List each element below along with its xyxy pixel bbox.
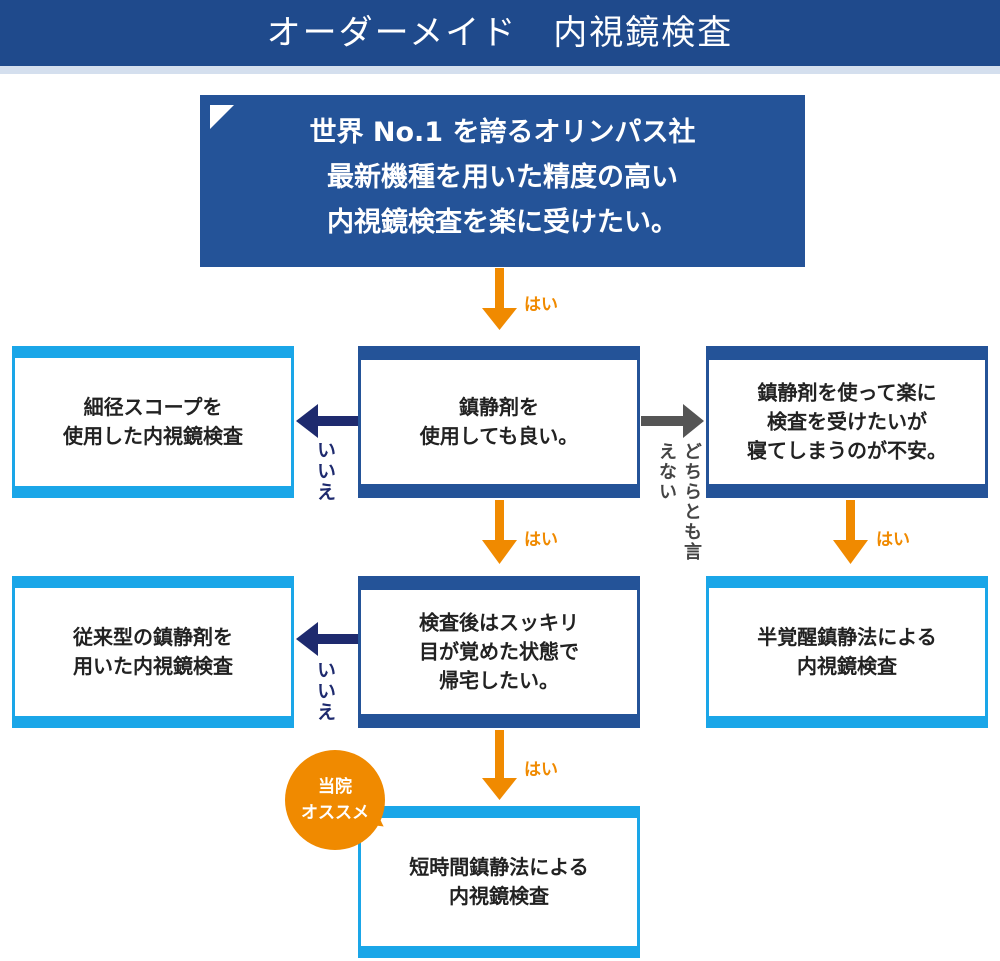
hero-line: 内視鏡検査を楽に受けたい。: [327, 207, 678, 238]
box-band-top: [12, 346, 294, 358]
hero-line: 世界 No.1 を誇るオリンパス社: [309, 117, 696, 148]
left-arrow-2: [296, 622, 358, 656]
box-band-bottom: [706, 716, 988, 728]
node-line: 用いた内視鏡検査: [73, 654, 233, 678]
recommended-badge: 当院 オススメ: [285, 750, 385, 850]
node-line: 内視鏡検査: [797, 654, 897, 678]
yes-label: はい: [524, 295, 558, 315]
down-arrow-2: [482, 500, 517, 564]
page-title: オーダーメイド 内視鏡検査: [266, 13, 734, 53]
down-arrow-4: [482, 730, 517, 800]
box-band-bottom: [358, 714, 640, 728]
left-arrow-1: [296, 404, 358, 438]
node-line: 従来型の鎮静剤を: [73, 625, 233, 649]
node-text: 鎮静剤を使って楽に 検査を受けたいが 寝てしまうのが不安。: [709, 379, 985, 466]
node-line: 使用した内視鏡検査: [63, 424, 243, 448]
node-line: 検査後はスッキリ: [419, 610, 579, 635]
box-band-top: [706, 576, 988, 588]
hero-question-box: 世界 No.1 を誇るオリンパス社 最新機種を用いた精度の高い 内視鏡検査を楽に…: [200, 95, 805, 267]
node-text: 検査後はスッキリ 目が覚めた状態で 帰宅したい。: [361, 609, 637, 696]
node-line: 細径スコープを: [83, 395, 223, 419]
node-clear-after: 検査後はスッキリ 目が覚めた状態で 帰宅したい。: [358, 576, 640, 728]
node-line: 寝てしまうのが不安。: [747, 438, 947, 463]
node-line: 目が覚めた状態で: [419, 639, 579, 664]
node-short-sedation: 短時間鎮静法による 内視鏡検査: [358, 806, 640, 958]
down-arrow-3: [833, 500, 868, 564]
corner-triangle-icon: [210, 105, 234, 129]
node-line: 内視鏡検査: [449, 884, 549, 908]
yes-label: はい: [524, 530, 558, 550]
node-text: 細径スコープを 使用した内視鏡検査: [15, 393, 291, 451]
box-band-bottom: [358, 484, 640, 498]
either-label: どちらとも言えない: [656, 442, 702, 562]
node-line: 使用しても良い。: [419, 424, 579, 448]
box-band-top: [358, 576, 640, 590]
no-label: いいえ: [314, 440, 336, 503]
node-line: 半覚醒鎮静法による: [757, 625, 937, 649]
node-half-awake: 半覚醒鎮静法による 内視鏡検査: [706, 576, 988, 728]
hero-question-text: 世界 No.1 を誇るオリンパス社 最新機種を用いた精度の高い 内視鏡検査を楽に…: [200, 110, 805, 245]
box-band-bottom: [358, 946, 640, 958]
box-band-bottom: [706, 484, 988, 498]
box-band-top: [12, 576, 294, 588]
node-line: 鎮静剤を使って楽に: [757, 380, 937, 405]
yes-label: はい: [524, 760, 558, 780]
node-line: 帰宅したい。: [439, 668, 559, 693]
box-band-bottom: [12, 716, 294, 728]
box-band-top: [358, 346, 640, 360]
node-line: 短時間鎮静法による: [409, 855, 589, 879]
box-band-bottom: [12, 486, 294, 498]
node-text: 半覚醒鎮静法による 内視鏡検査: [709, 623, 985, 681]
badge-line: 当院: [318, 777, 352, 797]
node-line: 鎮静剤を: [459, 395, 539, 419]
node-worried-sleep: 鎮静剤を使って楽に 検査を受けたいが 寝てしまうのが不安。: [706, 346, 988, 498]
no-label: いいえ: [314, 660, 336, 723]
node-sedation-ok: 鎮静剤を 使用しても良い。: [358, 346, 640, 498]
node-conventional: 従来型の鎮静剤を 用いた内視鏡検査: [12, 576, 294, 728]
header-bar: [0, 0, 1000, 66]
box-band-top: [706, 346, 988, 360]
header-stripe: [0, 66, 1000, 74]
hero-line: 最新機種を用いた精度の高い: [327, 162, 678, 193]
yes-label: はい: [876, 530, 910, 550]
node-text: 短時間鎮静法による 内視鏡検査: [361, 853, 637, 911]
box-band-top: [358, 806, 640, 818]
node-thin-scope: 細径スコープを 使用した内視鏡検査: [12, 346, 294, 498]
down-arrow-1: [482, 268, 517, 330]
node-text: 従来型の鎮静剤を 用いた内視鏡検査: [15, 623, 291, 681]
right-arrow: [641, 404, 704, 438]
node-line: 検査を受けたいが: [767, 409, 927, 434]
node-text: 鎮静剤を 使用しても良い。: [361, 393, 637, 451]
badge-line: オススメ: [301, 803, 369, 823]
